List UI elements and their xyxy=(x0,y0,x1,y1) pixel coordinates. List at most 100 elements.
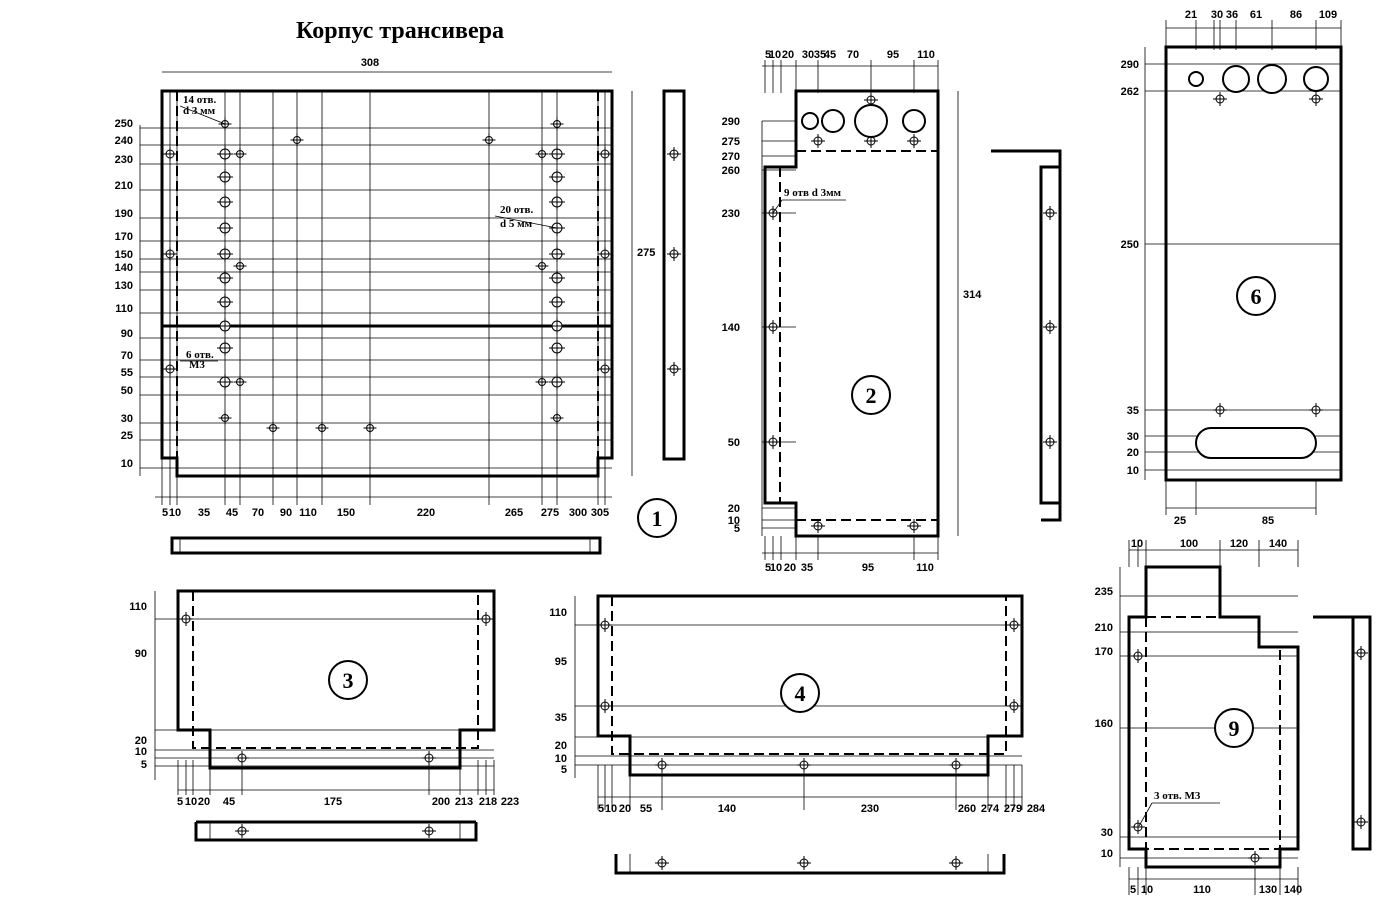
dimension-label: 230 xyxy=(115,154,133,166)
panel-opening xyxy=(902,109,926,133)
dimension-label: 45 xyxy=(223,796,235,808)
dimension-label: 25 xyxy=(1174,515,1186,527)
dimension-label: 10 xyxy=(769,49,781,61)
dimension-label: 110 xyxy=(917,49,935,61)
dimension-label: 10 xyxy=(605,803,617,815)
dimension-label: 223 xyxy=(501,796,519,808)
dimension-label: 10 xyxy=(121,458,133,470)
dimension-label: 45 xyxy=(824,49,836,61)
dimension-label: 150 xyxy=(115,249,133,261)
panel1-note-c-2: М3 xyxy=(189,359,205,371)
dimension-label: 25 xyxy=(121,430,133,442)
panel1-height: 275 xyxy=(637,247,655,259)
dimension-label: 5 xyxy=(162,507,168,519)
panel-opening xyxy=(821,109,845,133)
dimension-label: 86 xyxy=(1290,9,1302,21)
dimension-label: 10 xyxy=(185,796,197,808)
dimension-label: 20 xyxy=(619,803,631,815)
dimension-label: 55 xyxy=(121,367,133,379)
dimension-label: 20 xyxy=(782,49,794,61)
dimension-label: 10 xyxy=(728,515,740,527)
panel9-label: 9 xyxy=(1229,716,1240,741)
dimension-label: 274 xyxy=(981,803,1000,815)
panel2-label: 2 xyxy=(866,383,877,408)
dimension-label: 140 xyxy=(1269,538,1287,550)
dimension-label: 284 xyxy=(1027,803,1046,815)
dimension-label: 110 xyxy=(916,562,934,574)
dimension-label: 240 xyxy=(115,135,133,147)
dimension-label: 85 xyxy=(1262,515,1274,527)
panel1-note-b-1: 20 отв. xyxy=(500,204,533,216)
dimension-label: 305 xyxy=(591,507,609,519)
dimension-label: 10 xyxy=(1141,884,1153,896)
panel2-height: 314 xyxy=(963,289,982,301)
dimension-label: 35 xyxy=(801,562,813,574)
dimension-label: 20 xyxy=(784,562,796,574)
dimension-label: 110 xyxy=(299,507,317,519)
dimension-label: 109 xyxy=(1319,9,1337,21)
dimension-label: 5 xyxy=(1130,884,1136,896)
dimension-label: 50 xyxy=(121,385,133,397)
dimension-label: 218 xyxy=(479,796,497,808)
dimension-label: 90 xyxy=(280,507,292,519)
dimension-label: 95 xyxy=(862,562,874,574)
dimension-label: 250 xyxy=(1121,239,1139,251)
dimension-label: 30 xyxy=(1127,431,1139,443)
dimension-label: 190 xyxy=(115,208,133,220)
dimension-label: 10 xyxy=(555,753,567,765)
dimension-label: 5 xyxy=(598,803,604,815)
dimension-label: 95 xyxy=(555,656,567,668)
dimension-label: 20 xyxy=(198,796,210,808)
dimension-label: 5 xyxy=(765,562,771,574)
dimension-label: 30 xyxy=(121,413,133,425)
panel-opening xyxy=(1303,66,1329,92)
dimension-label: 175 xyxy=(324,796,342,808)
dimension-label: 100 xyxy=(1180,538,1198,550)
dimension-label: 200 xyxy=(432,796,450,808)
panel9-note: 3 отв. М3 xyxy=(1154,790,1201,802)
dimension-label: 90 xyxy=(121,328,133,340)
dimension-label: 30 xyxy=(802,49,814,61)
dimension-label: 10 xyxy=(1101,848,1113,860)
dimension-label: 150 xyxy=(337,507,355,519)
dimension-label: 235 xyxy=(1095,586,1113,598)
panel1-width: 308 xyxy=(361,57,379,69)
panel4-label: 4 xyxy=(795,681,806,706)
dimension-label: 210 xyxy=(1095,622,1113,634)
dimension-label: 45 xyxy=(226,507,238,519)
dimension-label: 265 xyxy=(505,507,523,519)
dimension-label: 130 xyxy=(115,280,133,292)
dimension-label: 70 xyxy=(121,350,133,362)
panel-opening xyxy=(1188,71,1204,87)
dimension-label: 21 xyxy=(1185,9,1197,21)
dimension-label: 10 xyxy=(1127,465,1139,477)
dimension-label: 10 xyxy=(135,746,147,758)
dimension-label: 50 xyxy=(728,437,740,449)
dimension-label: 140 xyxy=(115,262,133,274)
dimension-label: 20 xyxy=(135,735,147,747)
panel-1: 308 275 14 отв. d 3 мм 20 отв. d 5 мм 6 … xyxy=(115,57,686,555)
panel-2: 314 9 отв d 3мм 290275270260230140502010… xyxy=(722,49,1062,574)
dimension-label: 35 xyxy=(555,712,567,724)
dimension-label: 275 xyxy=(722,136,740,148)
panel1-note-a-2: d 3 мм xyxy=(183,105,216,117)
dimension-label: 61 xyxy=(1250,9,1262,21)
dimension-label: 120 xyxy=(1230,538,1248,550)
dimension-label: 213 xyxy=(455,796,473,808)
dimension-label: 290 xyxy=(1121,59,1139,71)
dimension-label: 20 xyxy=(1127,447,1139,459)
dimension-label: 55 xyxy=(640,803,652,815)
dimension-label: 110 xyxy=(1193,884,1211,896)
panel1-note-b-2: d 5 мм xyxy=(500,218,533,230)
panel-opening xyxy=(1222,65,1250,93)
dimension-label: 70 xyxy=(252,507,264,519)
dimension-label: 230 xyxy=(722,208,740,220)
dimension-label: 250 xyxy=(115,118,133,130)
dimension-label: 35 xyxy=(814,49,826,61)
dimension-label: 220 xyxy=(417,507,435,519)
dimension-label: 5 xyxy=(765,49,771,61)
